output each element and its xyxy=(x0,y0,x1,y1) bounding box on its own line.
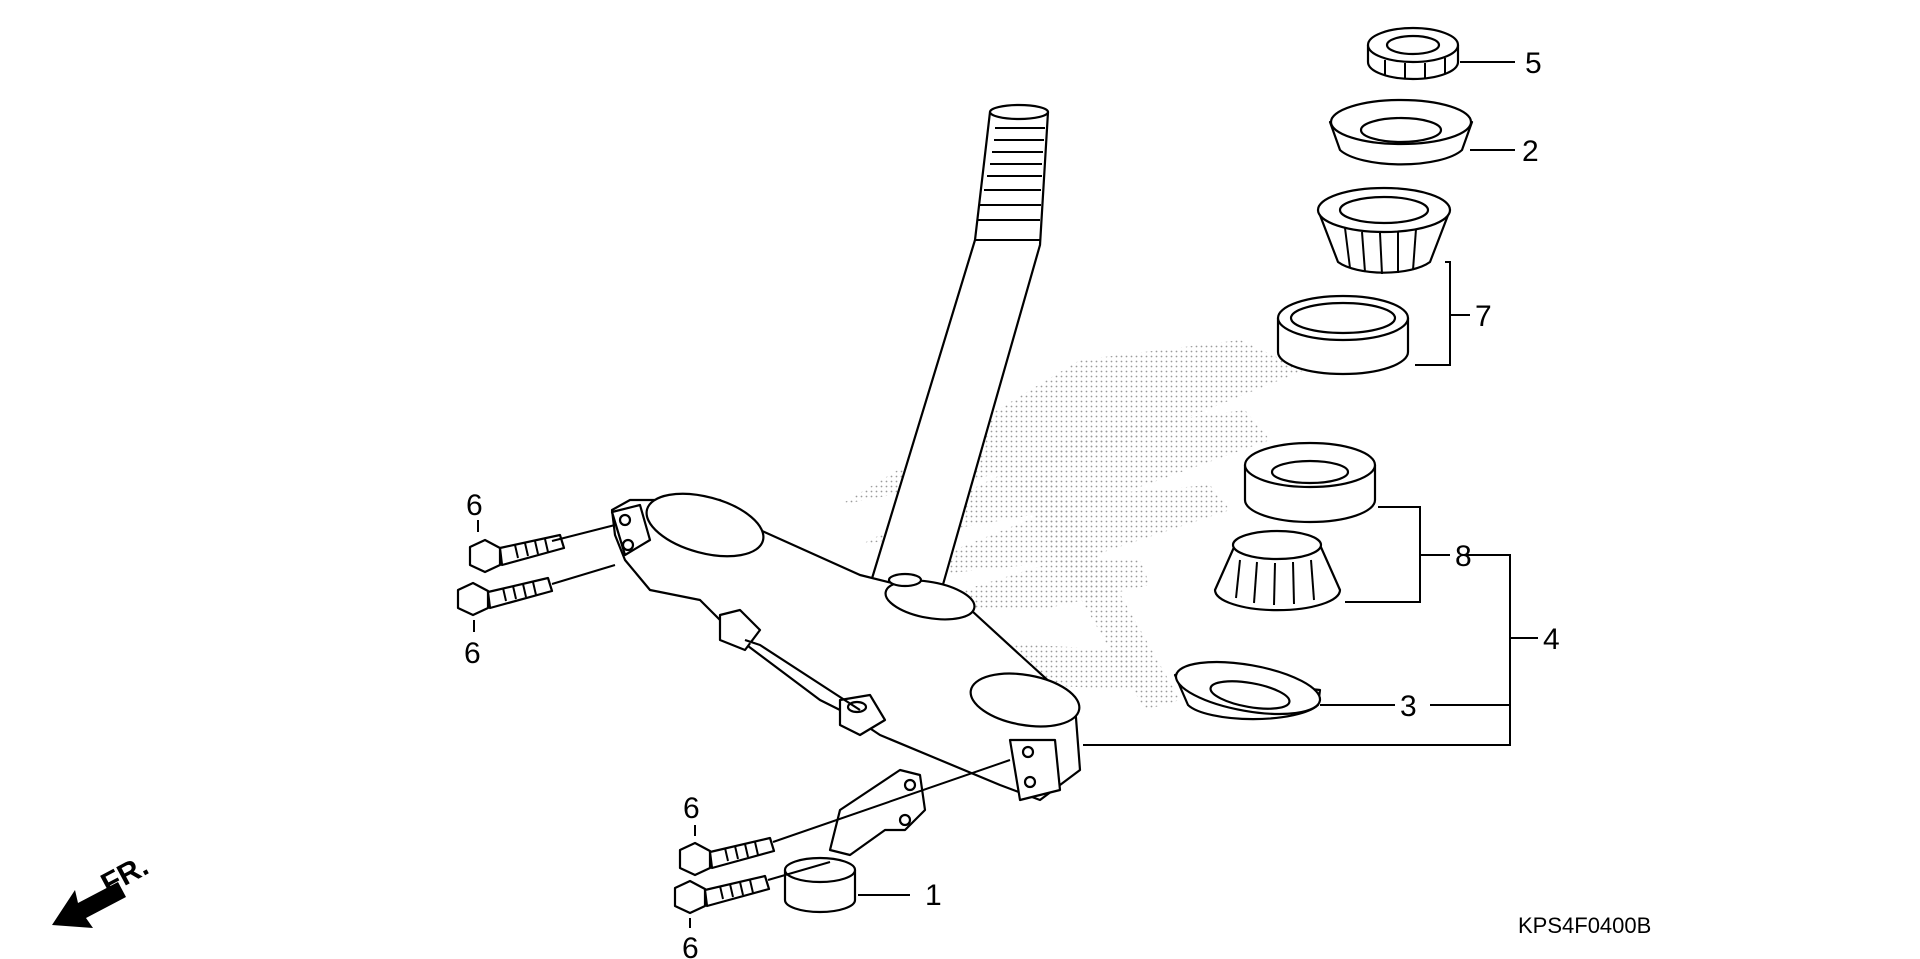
callout-4: 4 xyxy=(1543,623,1560,656)
part-1-ring-bracket: 1 xyxy=(783,768,942,914)
callout-6-c: 6 xyxy=(683,792,700,825)
bolt-lower-2 xyxy=(673,874,771,915)
part-8-lower-bearing-set: 8 xyxy=(1213,441,1472,612)
bolt-lower-1 xyxy=(678,836,776,877)
lower-triple-clamp xyxy=(610,492,1082,802)
bolt-upper-2 xyxy=(456,576,554,617)
steering-stem-shaft xyxy=(868,103,1050,597)
callout-5: 5 xyxy=(1525,47,1542,80)
part-3-lower-dust-seal: 3 xyxy=(1173,660,1417,723)
callout-3: 3 xyxy=(1400,690,1417,723)
part-5-lock-nut: 5 xyxy=(1366,26,1542,81)
diagram-code: KPS4F0400B xyxy=(1518,913,1651,938)
callout-6-d: 6 xyxy=(682,932,699,959)
front-direction-arrow: FR. xyxy=(52,849,154,928)
part-7-upper-bearing-set: 7 xyxy=(1276,186,1492,376)
callout-7: 7 xyxy=(1475,300,1492,333)
callout-6-a: 6 xyxy=(466,489,483,522)
part-2-dust-seal: 2 xyxy=(1328,98,1539,168)
callout-6-b: 6 xyxy=(464,637,481,670)
bolt-upper-1 xyxy=(468,533,566,574)
part-4-assembly-bracket: 4 xyxy=(1083,554,1560,746)
callout-2: 2 xyxy=(1522,135,1539,168)
callout-8: 8 xyxy=(1455,540,1472,573)
callout-1: 1 xyxy=(925,879,942,912)
